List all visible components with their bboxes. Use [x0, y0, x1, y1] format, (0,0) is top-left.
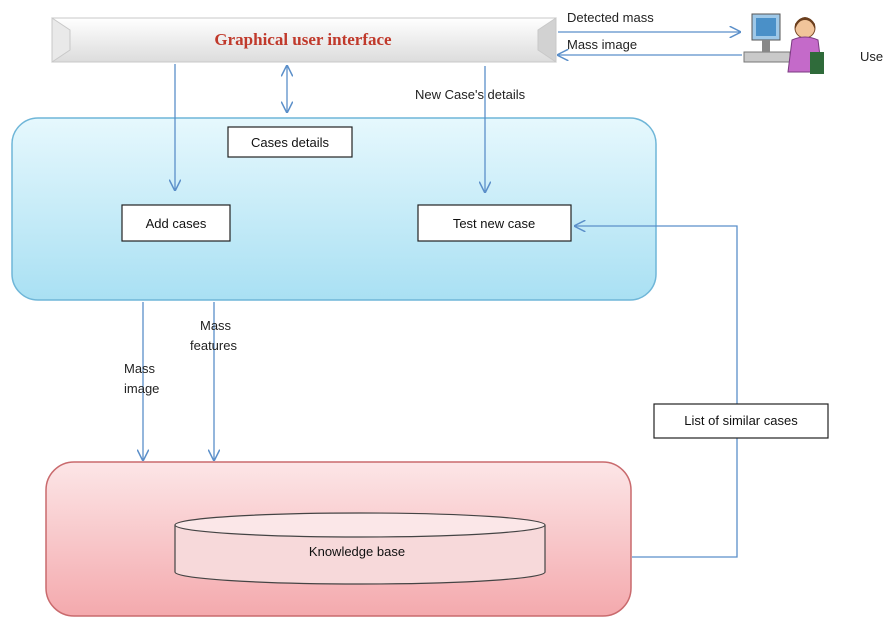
processing-module [11, 117, 657, 301]
add-cases-label: Add cases [146, 216, 207, 231]
label-mass-features-line2: features [190, 338, 237, 353]
knowledge-base-cylinder [174, 512, 546, 585]
similar-cases-label: List of similar cases [684, 413, 798, 428]
cases-details-box [227, 126, 353, 158]
gui-title: Graphical user interface [214, 30, 392, 49]
label-mass-image-input: Mass image [567, 37, 637, 52]
gui-banner: Graphical user interface [51, 17, 557, 63]
arrow-similar-cases-feedback [575, 226, 738, 558]
label-detected-mass: Detected mass [567, 10, 654, 25]
user-label: Use [860, 49, 883, 64]
similar-cases-box [653, 403, 829, 439]
label-mass-features-line1: Mass [200, 318, 232, 333]
label-mass-image-kb-line1: Mass [124, 361, 156, 376]
add-cases-box [121, 204, 231, 242]
cases-details-label: Cases details [251, 135, 330, 150]
label-mass-image-kb-line2: image [124, 381, 159, 396]
user-computer-icon [743, 13, 824, 74]
label-new-case-details: New Case's details [415, 87, 526, 102]
test-new-case-label: Test new case [453, 216, 535, 231]
test-new-case-box [417, 204, 572, 242]
knowledge-base-label: Knowledge base [309, 544, 405, 559]
